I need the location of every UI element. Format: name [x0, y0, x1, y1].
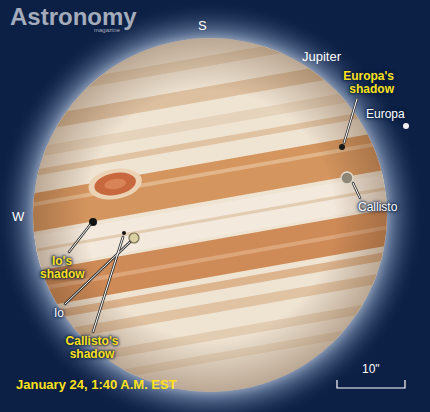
planet-label: Jupiter	[302, 50, 341, 64]
scale-bar	[337, 380, 405, 388]
logo-text: Astronomy	[10, 4, 137, 29]
shadow-label: Callisto's shadow	[58, 335, 126, 360]
scale-label: 10"	[362, 363, 380, 376]
direction-label: S	[198, 19, 207, 33]
moon-label: Io	[54, 307, 64, 320]
shadow-label: Europa's shadow	[336, 70, 394, 95]
direction-label: W	[12, 210, 24, 224]
leader-lines	[65, 99, 360, 332]
moon-label: Europa	[366, 108, 405, 121]
shadow-label: Io's shadow	[40, 255, 84, 280]
date-caption: January 24, 1:40 A.M. EST	[16, 378, 177, 392]
moon-label: Callisto	[358, 201, 397, 214]
logo-subtext: magazine	[94, 27, 120, 33]
moons-and-shadows	[89, 123, 409, 243]
